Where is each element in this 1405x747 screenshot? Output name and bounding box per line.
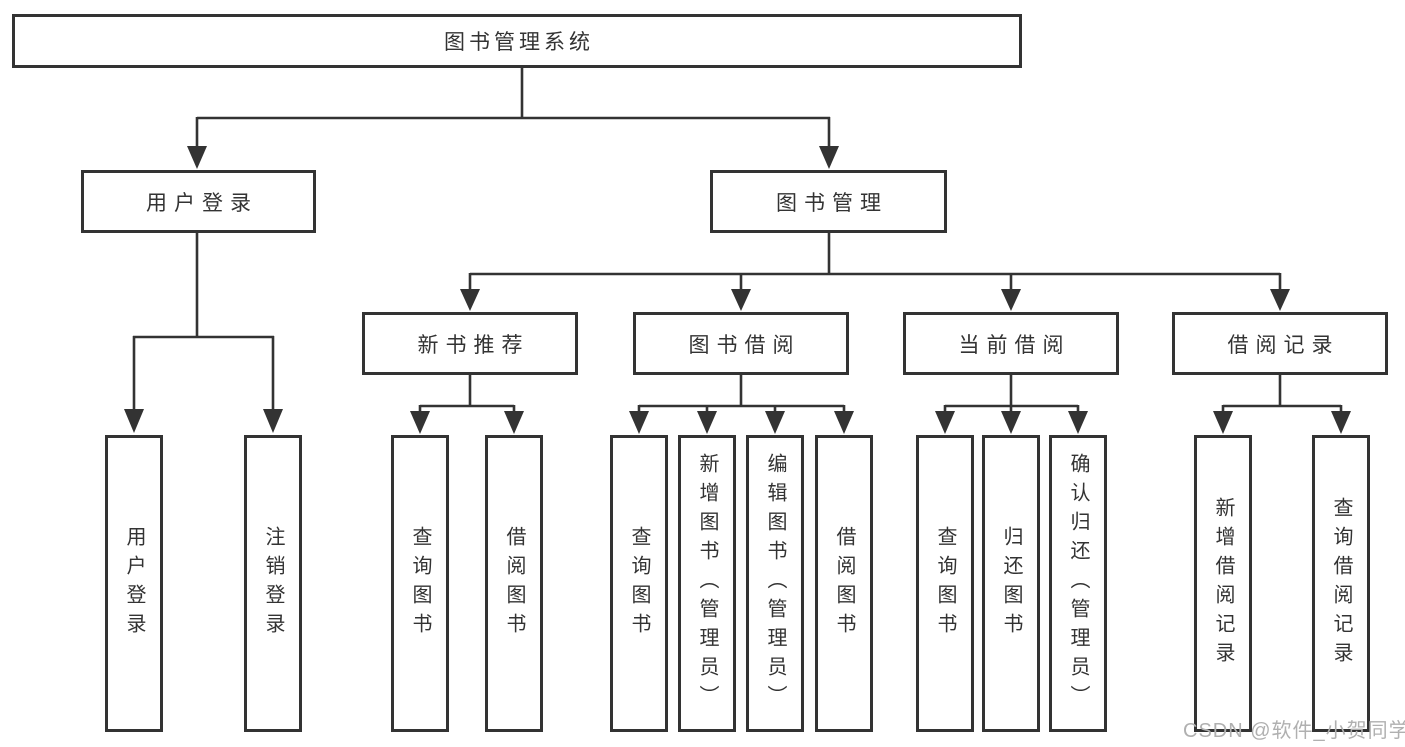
node-user-login: 用户登录: [81, 170, 316, 233]
leaf-query-borrow-record: 查询借阅记录: [1312, 435, 1370, 732]
node-new-book-recommendation: 新书推荐: [362, 312, 578, 375]
leaf-return-books: 归还图书: [982, 435, 1040, 732]
node-label: 借阅记录: [1227, 333, 1340, 357]
leaf-query-books-borrowing: 查询图书: [610, 435, 668, 732]
node-book-borrowing: 图书借阅: [633, 312, 849, 375]
node-label: 当前借阅: [958, 333, 1071, 357]
leaf-query-books-recommend: 查询图书: [391, 435, 449, 732]
leaf-label: 查询图书: [628, 525, 650, 642]
leaf-borrow-books-borrowing: 借阅图书: [815, 435, 873, 732]
leaf-label: 确认归还（管理员）: [1067, 453, 1089, 714]
leaf-user-login: 用户登录: [105, 435, 163, 732]
leaf-label: 借阅图书: [503, 525, 525, 642]
leaf-label: 借阅图书: [833, 525, 855, 642]
node-label: 新书推荐: [417, 333, 530, 357]
leaf-label: 用户登录: [123, 525, 145, 642]
leaf-add-books-admin: 新增图书（管理员）: [678, 435, 736, 732]
node-system-root: 图书管理系统: [12, 14, 1022, 68]
leaf-confirm-return-admin: 确认归还（管理员）: [1049, 435, 1107, 732]
node-current-borrowing: 当前借阅: [903, 312, 1119, 375]
leaf-label: 查询图书: [934, 525, 956, 642]
watermark: CSDN @软件_小贺同学: [1183, 720, 1405, 742]
leaf-label: 查询图书: [409, 525, 431, 642]
leaf-label: 注销登录: [262, 525, 284, 642]
leaf-borrow-books-recommend: 借阅图书: [485, 435, 543, 732]
leaf-label: 新增借阅记录: [1212, 496, 1234, 671]
leaf-add-borrow-record: 新增借阅记录: [1194, 435, 1252, 732]
leaf-label: 编辑图书（管理员）: [764, 453, 786, 714]
node-label: 图书管理系统: [444, 31, 594, 54]
node-borrowing-records: 借阅记录: [1172, 312, 1388, 375]
leaf-label: 新增图书（管理员）: [696, 453, 718, 714]
leaf-edit-books-admin: 编辑图书（管理员）: [746, 435, 804, 732]
leaf-query-books-current: 查询图书: [916, 435, 974, 732]
node-label: 用户登录: [146, 191, 258, 215]
node-label: 图书借阅: [688, 333, 801, 357]
leaf-label: 归还图书: [1000, 525, 1022, 642]
node-label: 图书管理: [776, 191, 888, 215]
leaf-label: 查询借阅记录: [1330, 496, 1352, 671]
node-book-management: 图书管理: [710, 170, 947, 233]
leaf-logout-login: 注销登录: [244, 435, 302, 732]
